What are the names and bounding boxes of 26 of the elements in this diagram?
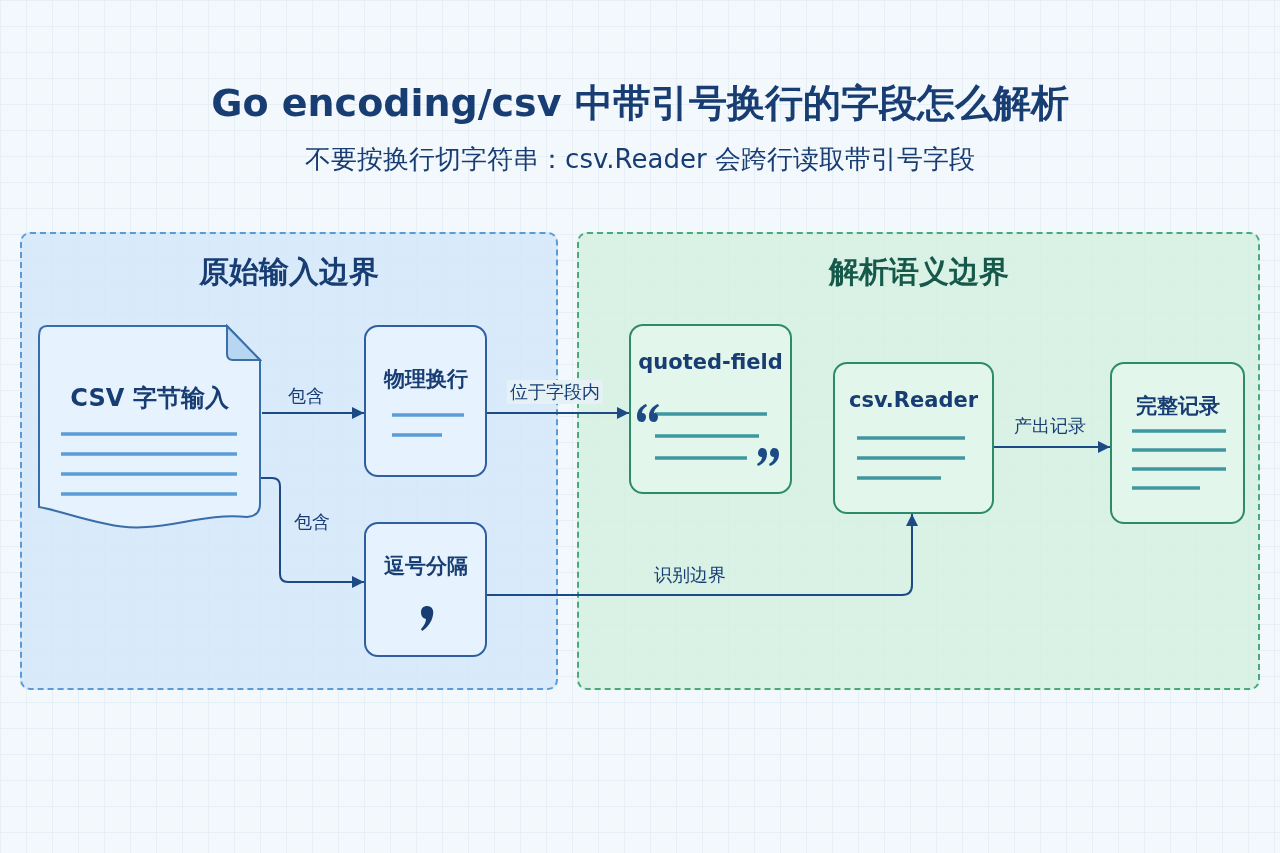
process-box [833, 362, 994, 514]
process-box [629, 324, 792, 494]
edge-label: 识别边界 [653, 563, 727, 587]
subtitle: 不要按换行切字符串：csv.Reader 会跨行读取带引号字段 [304, 143, 976, 176]
node-label: 完整记录 [1134, 393, 1221, 420]
edge-label: 包含 [293, 510, 331, 534]
panel-heading: 原始输入边界 [198, 253, 380, 291]
arrow [259, 477, 365, 588]
arrow [261, 407, 365, 419]
node-label: csv.Reader [847, 388, 980, 412]
arrow [486, 513, 918, 596]
node-label: 逗号分隔 [382, 553, 469, 580]
arrow [486, 407, 630, 419]
process-box [364, 325, 487, 477]
edge-label: 产出记录 [1013, 414, 1087, 438]
edge-label: 位于字段内 [507, 380, 603, 404]
process-box [364, 522, 487, 657]
process-box [1110, 362, 1245, 524]
arrow [993, 441, 1111, 453]
panel-heading: 解析语义边界 [827, 253, 1010, 291]
title: Go encoding/csv 中带引号换行的字段怎么解析 [210, 80, 1070, 127]
node-label: 物理换行 [382, 366, 469, 393]
node-label: CSV 字节输入 [69, 383, 230, 414]
node-label: quoted-field [637, 350, 784, 374]
edge-label: 包含 [287, 384, 325, 408]
document-card [37, 324, 262, 529]
